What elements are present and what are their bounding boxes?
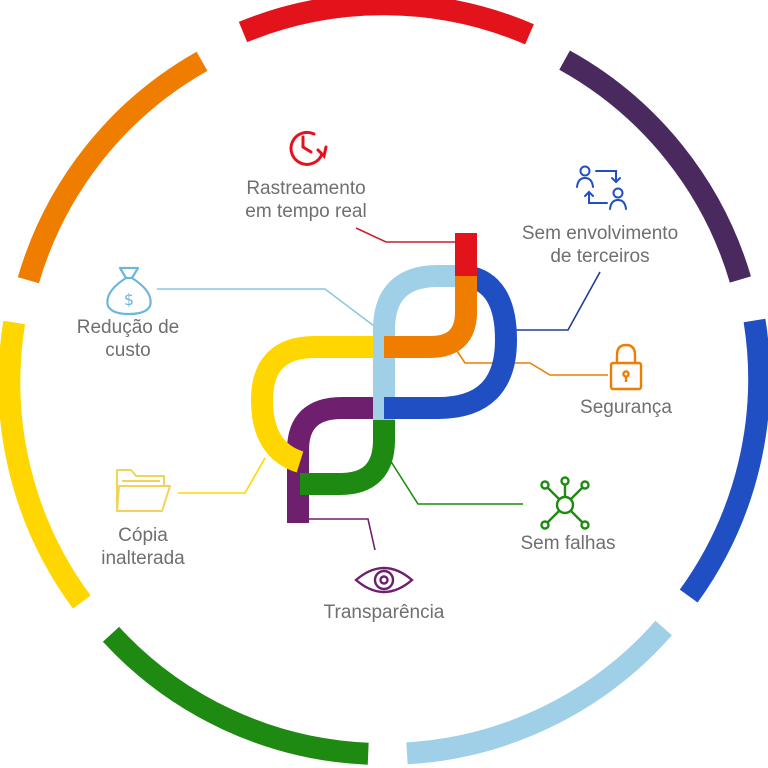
clock-icon (289, 130, 328, 166)
chain-green (300, 420, 395, 495)
label-line: Rastreamento (246, 178, 366, 199)
label-line: Sem falhas (520, 533, 616, 554)
label-line: inalterada (101, 548, 185, 569)
chain-light-blue (373, 265, 466, 420)
money-bag-icon: $ (106, 266, 152, 316)
network-icon (540, 476, 590, 530)
eye-icon (354, 566, 414, 594)
ring-segment-orange (17, 51, 208, 284)
ring-segment-blue (679, 318, 768, 603)
label-line: custo (105, 340, 151, 361)
folder-icon (116, 469, 171, 512)
label-real-time-tracking: Rastreamento em tempo real (206, 177, 406, 223)
label-cost-reduction: Redução de custo (28, 316, 228, 362)
connector-tracking (355, 227, 466, 243)
label-security: Segurança (556, 396, 696, 419)
svg-text:$: $ (124, 290, 134, 309)
label-unaltered-copy: Cópia inalterada (53, 524, 233, 570)
chain-blue (384, 265, 518, 419)
ring-segment-red (238, 0, 534, 45)
label-line: Transparência (323, 602, 445, 623)
label-line: em tempo real (245, 201, 367, 222)
label-line: de terceiros (550, 246, 650, 267)
label-line: Sem envolvimento (521, 223, 679, 244)
connector-third-parties (505, 271, 601, 331)
label-transparency: Transparência (284, 601, 484, 624)
ring-segment-light-blue (406, 620, 672, 765)
connector-flaws (389, 459, 523, 505)
label-line: Cópia (118, 525, 168, 546)
connector-transparency (300, 518, 376, 551)
ring-segment-purple (559, 50, 751, 283)
connector-copy (178, 457, 266, 494)
connector-cost (157, 288, 383, 333)
label-line: Segurança (580, 397, 672, 418)
connector-security (454, 347, 608, 376)
label-line: Redução de (76, 317, 180, 338)
chain-purple (287, 397, 382, 523)
label-no-flaws: Sem falhas (488, 532, 648, 555)
chain-orange (384, 276, 477, 358)
label-no-third-parties: Sem envolvimento de terceiros (490, 222, 710, 268)
ring-segment-green (102, 626, 369, 765)
ring-segment-yellow (0, 320, 91, 609)
padlock-icon (609, 343, 643, 391)
chain-yellow (250, 336, 382, 473)
people-exchange-icon (576, 165, 627, 210)
